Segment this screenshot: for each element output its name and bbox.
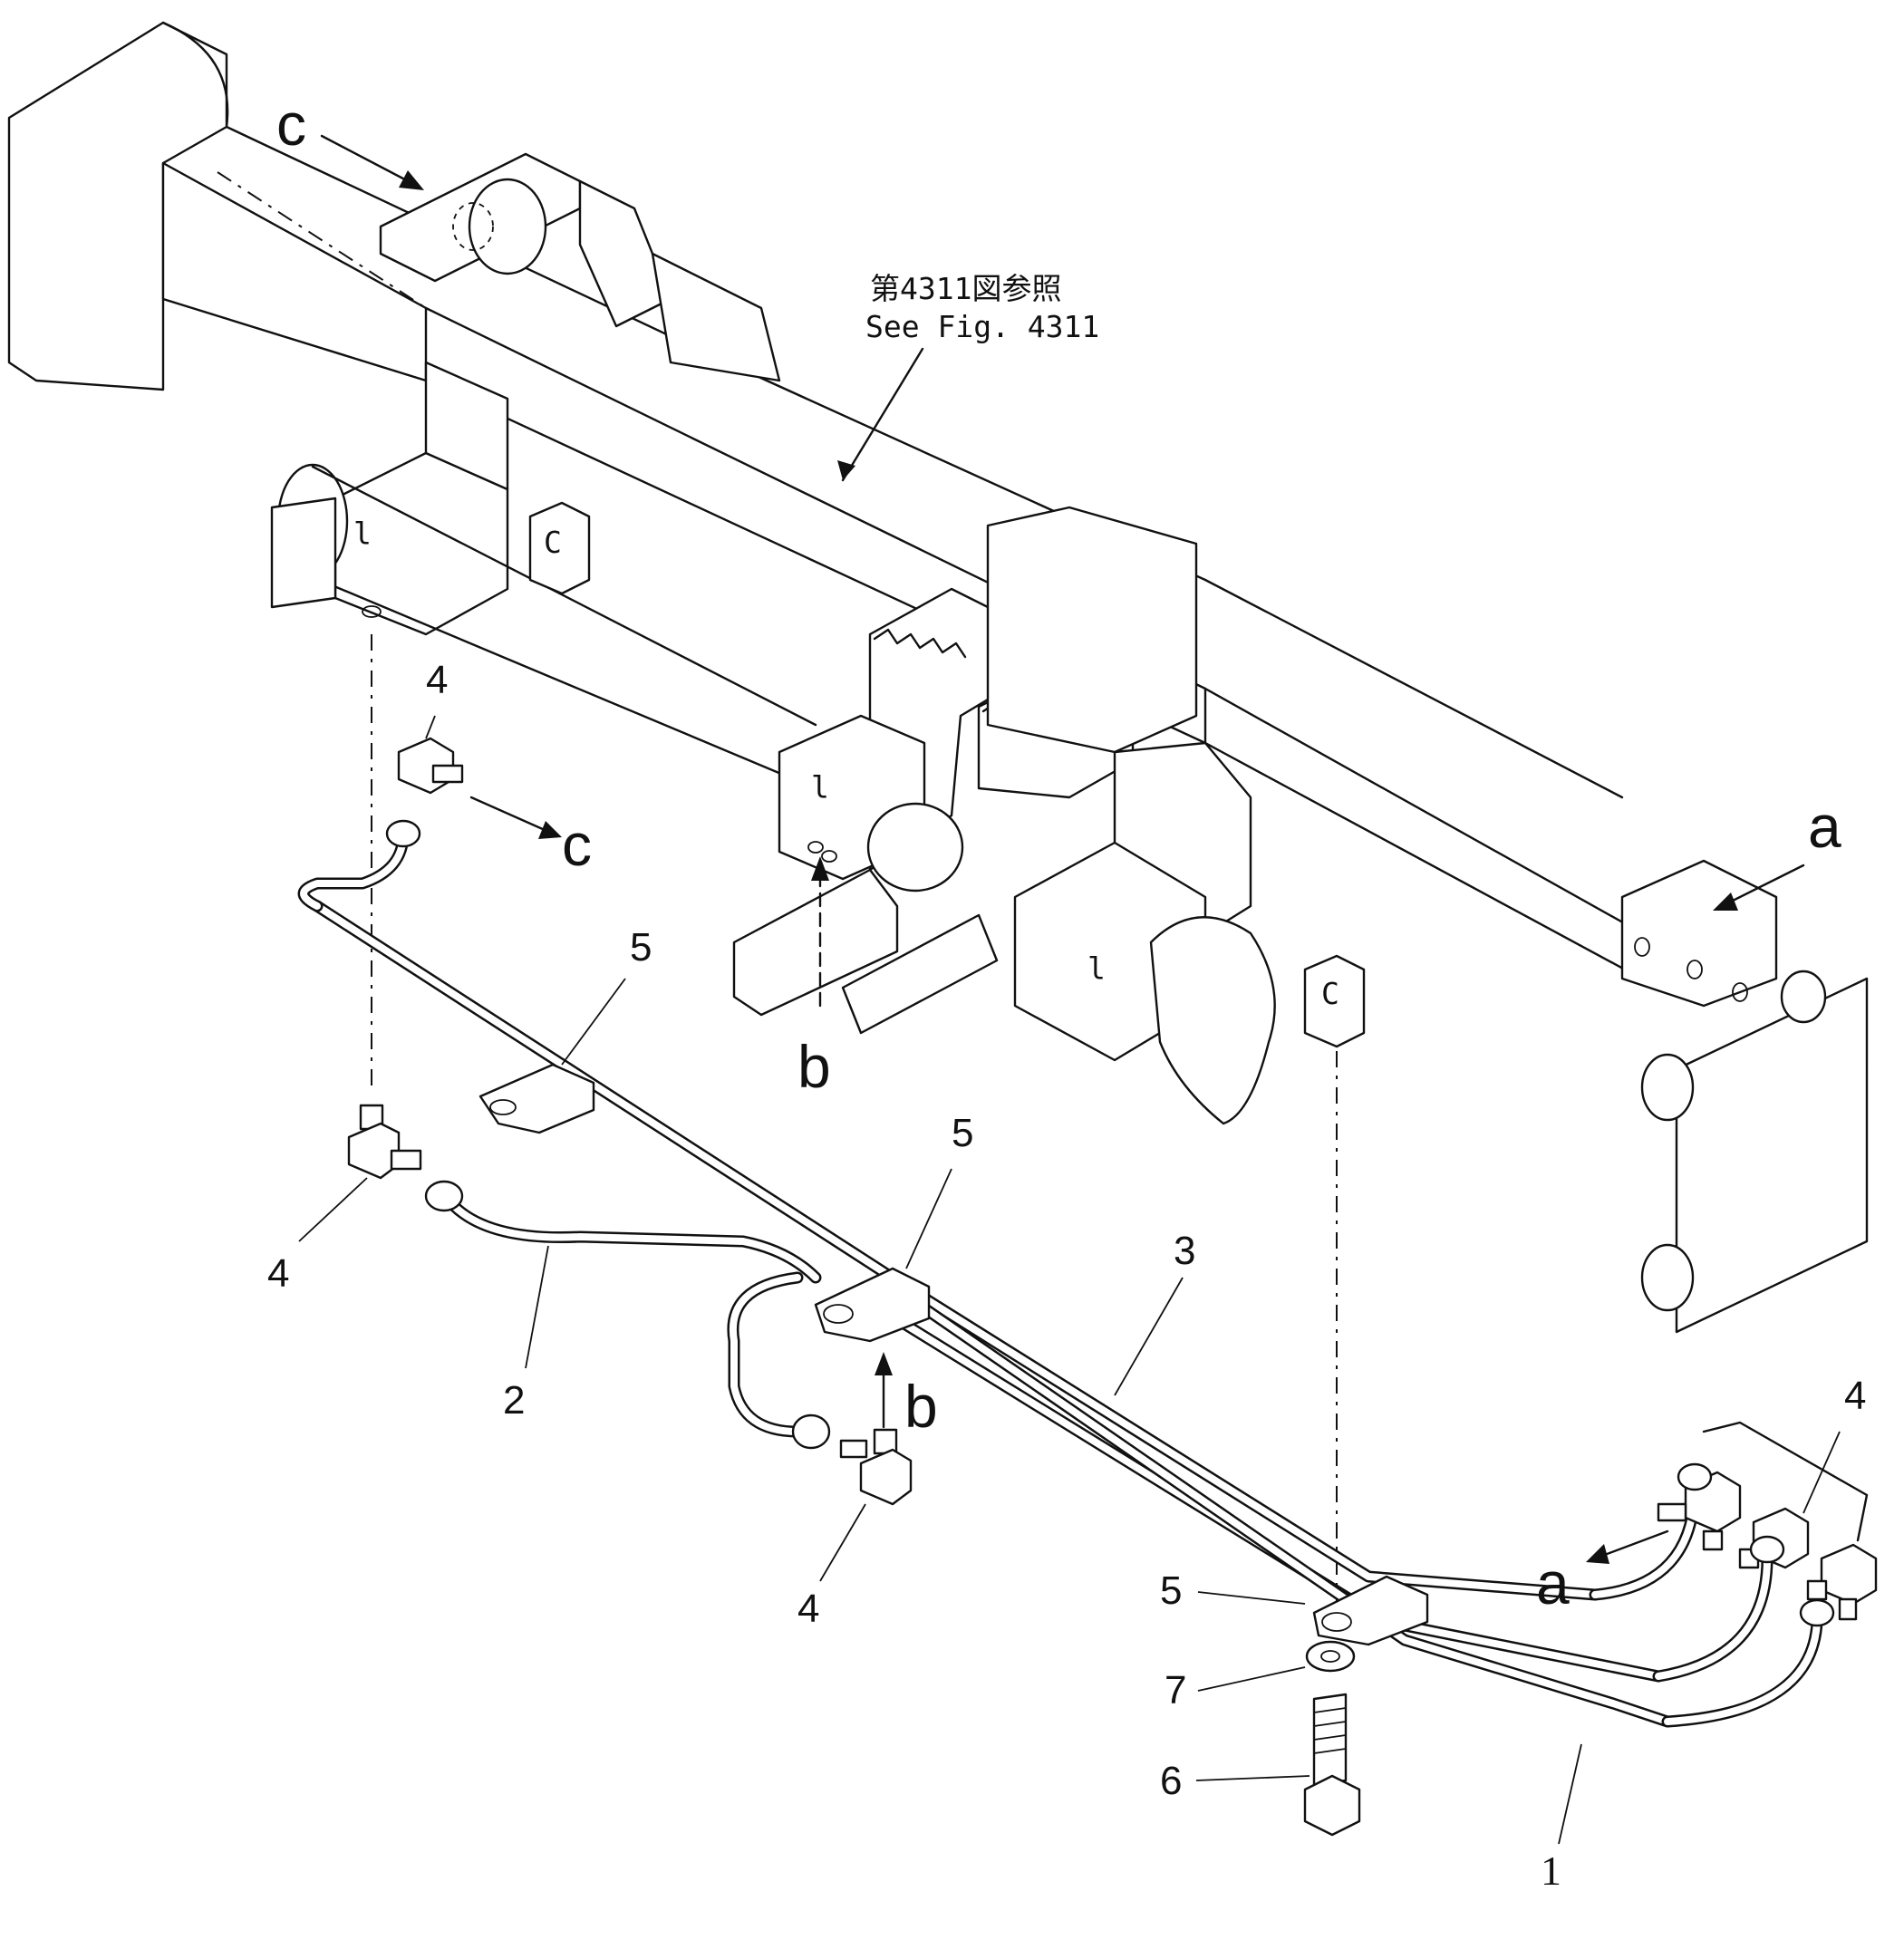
view-letter-b-mid: b	[797, 1033, 831, 1100]
view-arrow-b-mid: b	[797, 856, 831, 1100]
part-number-4-middle: 4	[797, 1587, 819, 1631]
svg-text:C: C	[544, 525, 562, 560]
svg-text:l: l	[353, 516, 372, 551]
elbow-fitting-right-group	[1657, 1421, 1878, 1627]
callout-1: 1	[1541, 1743, 1582, 1894]
part-number-4-top: 4	[426, 658, 448, 702]
cam-lobe	[1149, 916, 1276, 1125]
callout-7: 7	[1165, 1666, 1306, 1713]
elbow-fitting-upper-left	[385, 737, 464, 848]
right-end-flange	[1675, 977, 1869, 1334]
main-frame-assembly: l C l l C	[7, 21, 1869, 1334]
part-number-4-left: 4	[267, 1251, 289, 1296]
callout-5-middle: 5	[905, 1111, 973, 1269]
callout-5-upper: 5	[561, 925, 652, 1066]
part-number-5-lower: 5	[1160, 1568, 1182, 1613]
svg-text:l: l	[1087, 950, 1106, 986]
part-number-6: 6	[1160, 1759, 1182, 1803]
bolt	[1303, 1693, 1361, 1837]
view-arrow-c-lower: c	[469, 796, 592, 878]
clamp-middle	[814, 1267, 931, 1343]
part-number-5-middle: 5	[952, 1111, 973, 1155]
view-letter-b-lower: b	[904, 1373, 938, 1440]
part-number-5-upper: 5	[630, 925, 652, 970]
callout-6: 6	[1160, 1759, 1310, 1803]
view-letter-c-lower: c	[562, 811, 592, 878]
elbow-fitting-middle	[791, 1414, 913, 1506]
washer	[1305, 1640, 1356, 1673]
view-arrow-b-lower: b	[875, 1352, 938, 1440]
callout-4-middle: 4	[797, 1503, 866, 1631]
view-arrow-c-top: c	[276, 91, 424, 190]
right-center-block	[986, 506, 1198, 754]
view-arrow-a-right: a	[1713, 793, 1841, 911]
svg-text:C: C	[1321, 976, 1339, 1011]
callout-3: 3	[1114, 1229, 1195, 1396]
view-letter-a-lower: a	[1536, 1549, 1570, 1616]
view-letter-a-right: a	[1808, 793, 1841, 860]
right-end-plate	[1620, 859, 1778, 1008]
part-number-2: 2	[503, 1378, 525, 1423]
svg-text:l: l	[811, 769, 829, 805]
view-arrow-a-lower: a	[1536, 1529, 1669, 1616]
view-letter-c-top: c	[276, 91, 306, 158]
clamp-upper	[478, 1063, 595, 1134]
elbow-fitting-left	[347, 1104, 464, 1212]
callout-4-right: 4	[1803, 1374, 1866, 1514]
figure-reference: 第4311図参照 See Fig. 4311	[837, 271, 1099, 482]
callout-2: 2	[503, 1245, 549, 1423]
callout-4-top: 4	[425, 658, 448, 739]
part-number-3: 3	[1174, 1229, 1195, 1273]
part-number-4-right: 4	[1844, 1374, 1866, 1418]
reference-english: See Fig. 4311	[865, 309, 1099, 344]
clamp-lower	[1312, 1575, 1429, 1646]
part-number-1: 1	[1541, 1848, 1561, 1894]
callout-4-left: 4	[267, 1177, 368, 1296]
part-number-7: 7	[1165, 1668, 1186, 1713]
reference-japanese: 第4311図参照	[870, 271, 1061, 306]
callout-5-lower: 5	[1160, 1568, 1306, 1613]
